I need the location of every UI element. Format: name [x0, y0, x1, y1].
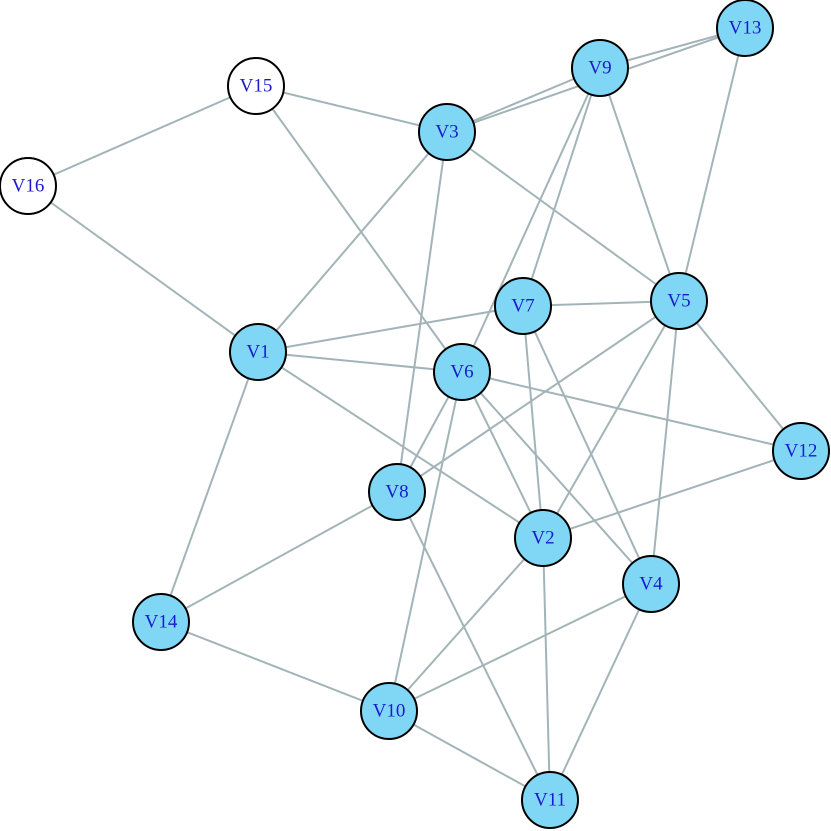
node-label: V3	[435, 122, 458, 143]
edge-v3-v1	[257, 131, 448, 353]
edge-v9-v6	[461, 67, 601, 373]
node-circle	[433, 343, 491, 401]
edge-v3-v5	[446, 131, 680, 302]
node-label: V6	[450, 362, 473, 383]
edge-v15-v6	[255, 85, 463, 373]
node-v5: V5	[650, 272, 708, 330]
node-v6: V6	[433, 343, 491, 401]
edge-v12-v2	[542, 450, 802, 539]
edge-v4-v11	[549, 583, 652, 801]
node-circle	[418, 103, 476, 161]
node-label: V14	[145, 612, 178, 633]
node-v7: V7	[494, 277, 552, 335]
node-circle	[360, 682, 418, 740]
edge-v9-v7	[522, 67, 601, 307]
edge-v9-v5	[599, 67, 680, 302]
edge-v13-v5	[678, 27, 746, 302]
node-label: V1	[246, 342, 269, 363]
node-v15: V15	[227, 57, 285, 115]
node-circle	[716, 0, 774, 57]
node-circle	[571, 39, 629, 97]
node-label: V9	[588, 58, 611, 79]
node-v9: V9	[571, 39, 629, 97]
edge-v6-v2	[461, 371, 544, 539]
node-label: V15	[240, 76, 273, 97]
node-circle	[521, 771, 579, 829]
edge-v7-v1	[257, 305, 524, 353]
node-v4: V4	[622, 555, 680, 613]
edge-v1-v6	[257, 351, 463, 373]
edge-v15-v3	[255, 85, 448, 133]
node-label: V12	[785, 441, 818, 462]
node-v2: V2	[514, 509, 572, 567]
node-circle	[772, 422, 830, 480]
node-circle	[229, 323, 287, 381]
node-v12: V12	[772, 422, 830, 480]
edge-v1-v14	[160, 351, 259, 623]
edge-v16-v1	[27, 185, 259, 353]
node-circle	[514, 509, 572, 567]
node-v1: V1	[229, 323, 287, 381]
edge-v2-v11	[542, 537, 551, 801]
edge-v6-v10	[388, 371, 463, 712]
node-circle	[0, 157, 57, 215]
node-circle	[227, 57, 285, 115]
node-label: V13	[729, 18, 762, 39]
node-label: V2	[531, 528, 554, 549]
edge-v8-v11	[396, 491, 551, 801]
node-label: V16	[12, 176, 45, 197]
node-v11: V11	[521, 771, 579, 829]
node-v13: V13	[716, 0, 774, 57]
edge-v6-v4	[461, 371, 652, 585]
node-circle	[368, 463, 426, 521]
edge-v16-v15	[27, 85, 257, 187]
edge-v5-v8	[396, 300, 680, 493]
node-v3: V3	[418, 103, 476, 161]
edge-v10-v11	[388, 710, 551, 801]
edge-v6-v12	[461, 371, 802, 452]
edges-layer	[27, 27, 802, 801]
node-v8: V8	[368, 463, 426, 521]
node-circle	[494, 277, 552, 335]
node-label: V11	[534, 790, 566, 811]
edge-v14-v10	[160, 621, 390, 712]
node-circle	[622, 555, 680, 613]
node-v16: V16	[0, 157, 57, 215]
node-label: V8	[385, 482, 408, 503]
node-v10: V10	[360, 682, 418, 740]
edge-v5-v2	[542, 300, 680, 539]
node-label: V5	[667, 291, 690, 312]
edge-v2-v10	[388, 537, 544, 712]
edge-v1-v2	[257, 351, 544, 539]
edge-v7-v2	[522, 305, 544, 539]
edge-v8-v14	[160, 491, 398, 623]
node-label: V4	[639, 574, 663, 595]
edge-v7-v4	[522, 305, 652, 585]
edge-v4-v10	[388, 583, 652, 712]
edge-v5-v4	[650, 300, 680, 585]
node-label: V7	[511, 296, 534, 317]
node-circle	[132, 593, 190, 651]
edge-v3-v8	[396, 131, 448, 493]
edge-v5-v12	[678, 300, 802, 452]
node-v14: V14	[132, 593, 190, 651]
node-label: V10	[373, 701, 406, 722]
node-circle	[650, 272, 708, 330]
